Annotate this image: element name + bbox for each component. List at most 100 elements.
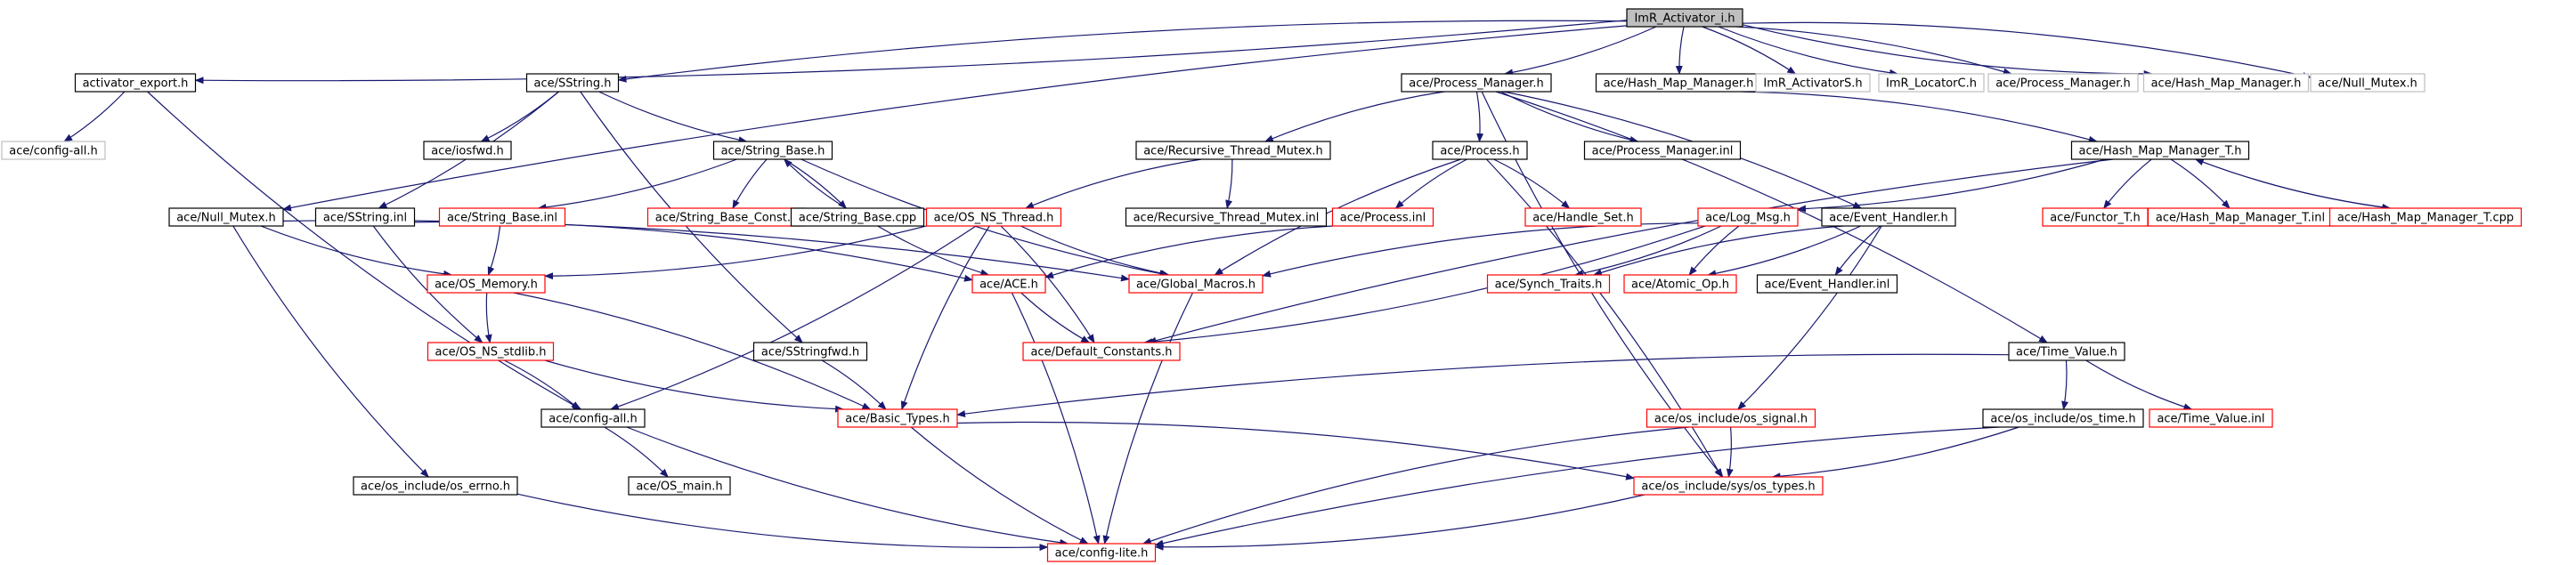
edge-event-handler-h-to-atomic-op bbox=[1707, 225, 1862, 278]
node-os-ns-thread[interactable]: ace/OS_NS_Thread.h bbox=[925, 207, 1062, 227]
node-log-msg[interactable]: ace/Log_Msg.h bbox=[1697, 207, 1799, 227]
node-label: ace/Atomic_Op.h bbox=[1631, 278, 1729, 292]
node-box bbox=[712, 141, 833, 160]
node-process-h[interactable]: ace/Process.h bbox=[1432, 141, 1528, 160]
node-os-main[interactable]: ace/OS_main.h bbox=[628, 476, 731, 496]
node-recursive-thread-mutex-h[interactable]: ace/Recursive_Thread_Mutex.h bbox=[1135, 141, 1331, 160]
node-os-time[interactable]: ace/os_include/os_time.h bbox=[1982, 408, 2144, 428]
edge-os-errno-to-config-lite bbox=[516, 493, 1049, 552]
node-null-mutex-h[interactable]: ace/Null_Mutex.h bbox=[168, 207, 284, 227]
node-activator-export[interactable]: activator_export.h bbox=[74, 73, 197, 93]
node-os-errno[interactable]: ace/os_include/os_errno.h bbox=[353, 476, 518, 496]
node-handle-set[interactable]: ace/Handle_Set.h bbox=[1524, 207, 1642, 227]
node-default-constants[interactable]: ace/Default_Constants.h bbox=[1022, 342, 1181, 361]
edge-string-base-h-to-string-base-const bbox=[732, 158, 768, 209]
node-string-base-h[interactable]: ace/String_Base.h bbox=[712, 141, 833, 160]
node-string-base-const[interactable]: ace/String_Base_Const.h bbox=[646, 207, 807, 227]
node-label: ace/String_Base.h bbox=[721, 145, 825, 158]
edge-config-all-h-to-config-lite bbox=[626, 426, 1069, 546]
edge-hash-map-manager-t-h-to-functor-t bbox=[2103, 158, 2152, 209]
node-atomic-op[interactable]: ace/Atomic_Op.h bbox=[1623, 274, 1737, 294]
node-iosfwd[interactable]: ace/iosfwd.h bbox=[423, 141, 512, 160]
edge-sstring-h-to-string-base-h bbox=[598, 91, 748, 144]
node-box bbox=[1982, 408, 2144, 428]
node-ext-null-mutex[interactable]: ace/Null_Mutex.h bbox=[2310, 73, 2426, 93]
node-box bbox=[1, 141, 106, 160]
node-label: ace/iosfwd.h bbox=[431, 145, 503, 158]
edge-os-ns-thread-to-default-constants bbox=[1000, 225, 1095, 343]
edge-process-manager-h-to-process-manager-inl bbox=[1500, 91, 1639, 143]
node-string-base-inl[interactable]: ace/String_Base.inl bbox=[438, 207, 566, 227]
node-box bbox=[314, 207, 416, 227]
node-sstring-h[interactable]: ace/SString.h bbox=[525, 73, 620, 93]
node-config-lite[interactable]: ace/config-lite.h bbox=[1046, 543, 1157, 562]
node-config-all-ext[interactable]: ace/config-all.h bbox=[1, 141, 106, 160]
node-box bbox=[2008, 342, 2125, 361]
node-box bbox=[525, 73, 620, 93]
node-basic-types[interactable]: ace/Basic_Types.h bbox=[837, 408, 958, 428]
node-hash-map-manager-h[interactable]: ace/Hash_Map_Manager.h bbox=[1595, 73, 1762, 93]
node-hash-map-manager-t-inl[interactable]: ace/Hash_Map_Manager_T.inl bbox=[2147, 207, 2334, 227]
edge-os-memory-to-os-ns-stdlib bbox=[484, 292, 492, 343]
node-ace-h[interactable]: ace/ACE.h bbox=[971, 274, 1046, 294]
node-imr-activators[interactable]: ImR_ActivatorS.h bbox=[1755, 73, 1871, 93]
node-event-handler-inl[interactable]: ace/Event_Handler.inl bbox=[1756, 274, 1898, 294]
node-hash-map-manager-t-cpp[interactable]: ace/Hash_Map_Manager_T.cpp bbox=[2328, 207, 2523, 227]
node-ext-process-manager[interactable]: ace/Process_Manager.h bbox=[1987, 73, 2139, 93]
node-event-handler-h[interactable]: ace/Event_Handler.h bbox=[1821, 207, 1956, 227]
node-box bbox=[2142, 73, 2310, 93]
node-label: ImR_ActivatorS.h bbox=[1763, 77, 1862, 91]
edge-string-base-h-to-string-base-cpp bbox=[784, 158, 848, 209]
node-global-macros[interactable]: ace/Global_Macros.h bbox=[1128, 274, 1264, 294]
node-label: ace/config-all.h bbox=[9, 145, 98, 158]
node-box bbox=[1756, 274, 1898, 294]
node-imr-locatorc[interactable]: ImR_LocatorC.h bbox=[1878, 73, 1985, 93]
node-label: ace/config-lite.h bbox=[1055, 547, 1149, 561]
node-functor-t[interactable]: ace/Functor_T.h bbox=[2042, 207, 2149, 227]
node-process-manager-h[interactable]: ace/Process_Manager.h bbox=[1401, 73, 1552, 93]
node-ext-hash-map-manager[interactable]: ace/Hash_Map_Manager.h bbox=[2142, 73, 2310, 93]
node-box bbox=[1331, 207, 1434, 227]
node-process-inl[interactable]: ace/Process.inl bbox=[1331, 207, 1434, 227]
node-string-base-cpp[interactable]: ace/String_Base.cpp bbox=[790, 207, 925, 227]
edge-string-base-cpp-to-string-base-h bbox=[783, 158, 847, 209]
node-sstring-inl[interactable]: ace/SString.inl bbox=[314, 207, 416, 227]
edge-config-all-h-to-os-main bbox=[604, 426, 669, 478]
node-label: ace/Event_Handler.inl bbox=[1765, 278, 1890, 292]
node-os-ns-stdlib[interactable]: ace/OS_NS_stdlib.h bbox=[427, 342, 555, 361]
node-config-all-h[interactable]: ace/config-all.h bbox=[540, 408, 646, 428]
node-label: ace/os_include/os_signal.h bbox=[1654, 413, 1808, 426]
node-time-value-h[interactable]: ace/Time_Value.h bbox=[2008, 342, 2125, 361]
edge-os-ns-thread-to-os-memory bbox=[544, 225, 927, 280]
node-sstringfwd[interactable]: ace/SStringfwd.h bbox=[752, 342, 868, 361]
node-synch-traits[interactable]: ace/Synch_Traits.h bbox=[1486, 274, 1611, 294]
node-os-types[interactable]: ace/os_include/sys/os_types.h bbox=[1633, 476, 1824, 496]
edge-recursive-thread-mutex-h-to-recursive-thread-mutex-inl bbox=[1225, 158, 1233, 209]
node-box bbox=[1486, 274, 1611, 294]
edge-sstring-inl-to-ace-h bbox=[414, 221, 973, 282]
node-process-manager-inl[interactable]: ace/Process_Manager.inl bbox=[1583, 141, 1742, 160]
node-root[interactable]: ImR_Activator_i.h bbox=[1626, 8, 1743, 28]
node-time-value-inl[interactable]: ace/Time_Value.inl bbox=[2149, 408, 2273, 428]
node-label: ace/OS_NS_stdlib.h bbox=[435, 346, 547, 359]
node-os-signal[interactable]: ace/os_include/os_signal.h bbox=[1646, 408, 1816, 428]
node-box bbox=[1125, 207, 1328, 227]
node-label: ace/String_Base.inl bbox=[447, 212, 557, 225]
node-label: ace/Process.inl bbox=[1340, 212, 1426, 225]
node-label: ace/Synch_Traits.h bbox=[1495, 278, 1603, 292]
node-label: ImR_LocatorC.h bbox=[1886, 77, 1977, 91]
node-recursive-thread-mutex-inl[interactable]: ace/Recursive_Thread_Mutex.inl bbox=[1125, 207, 1328, 227]
node-label: ace/config-all.h bbox=[549, 413, 638, 426]
node-hash-map-manager-t-h[interactable]: ace/Hash_Map_Manager_T.h bbox=[2070, 141, 2250, 160]
edge-hash-map-manager-t-h-to-default-constants bbox=[1147, 158, 2114, 344]
edge-os-signal-to-config-lite bbox=[1142, 426, 1690, 545]
edge-root-to-process-manager-h bbox=[1504, 26, 1657, 77]
node-label: ace/SString.inl bbox=[323, 212, 407, 225]
edge-hash-map-manager-t-h-to-hash-map-manager-t-cpp bbox=[2195, 158, 2392, 211]
node-os-memory[interactable]: ace/OS_Memory.h bbox=[427, 274, 546, 294]
edge-root-to-imr-locatorc bbox=[1718, 26, 1899, 77]
node-label: ace/SString.h bbox=[534, 77, 612, 91]
edge-log-msg-to-synch-traits bbox=[1573, 225, 1722, 278]
node-label: ace/OS_main.h bbox=[636, 480, 722, 494]
edge-event-handler-h-to-event-handler-inl bbox=[1834, 225, 1881, 276]
